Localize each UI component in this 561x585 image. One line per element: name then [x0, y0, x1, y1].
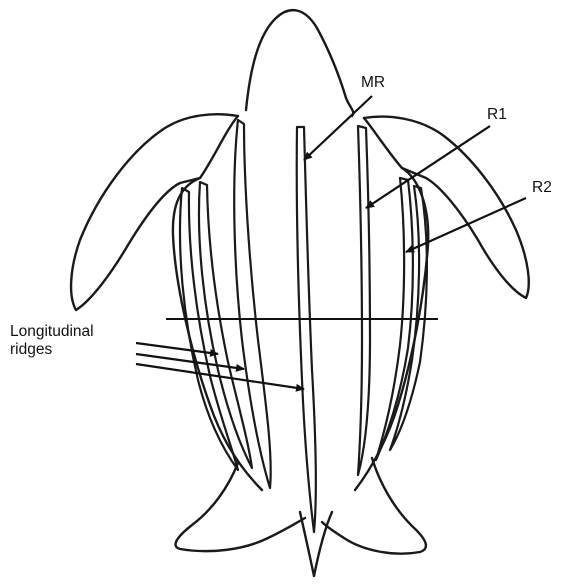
longitudinal-pointer-arrow-3 — [136, 364, 304, 389]
medial-ridge — [297, 127, 316, 532]
label-longitudinal-line1: Longitudinal — [10, 323, 94, 340]
longitudinal-pointer-arrow-1 — [136, 343, 218, 354]
label-r1: R1 — [487, 106, 507, 123]
turtle-head — [246, 10, 353, 116]
right-ridge-r1 — [358, 126, 370, 475]
right-rear-flipper — [322, 458, 426, 554]
label-mr: MR — [361, 74, 385, 91]
turtle-tail — [300, 512, 332, 576]
left-ridge-r1 — [234, 120, 270, 488]
left-rear-flipper — [176, 463, 305, 551]
r1-pointer-arrow — [366, 126, 490, 208]
left-ridge-r2 — [199, 182, 252, 468]
label-r2: R2 — [532, 179, 552, 196]
left-front-flipper — [71, 114, 238, 310]
label-longitudinal-line2: ridges — [10, 341, 52, 358]
